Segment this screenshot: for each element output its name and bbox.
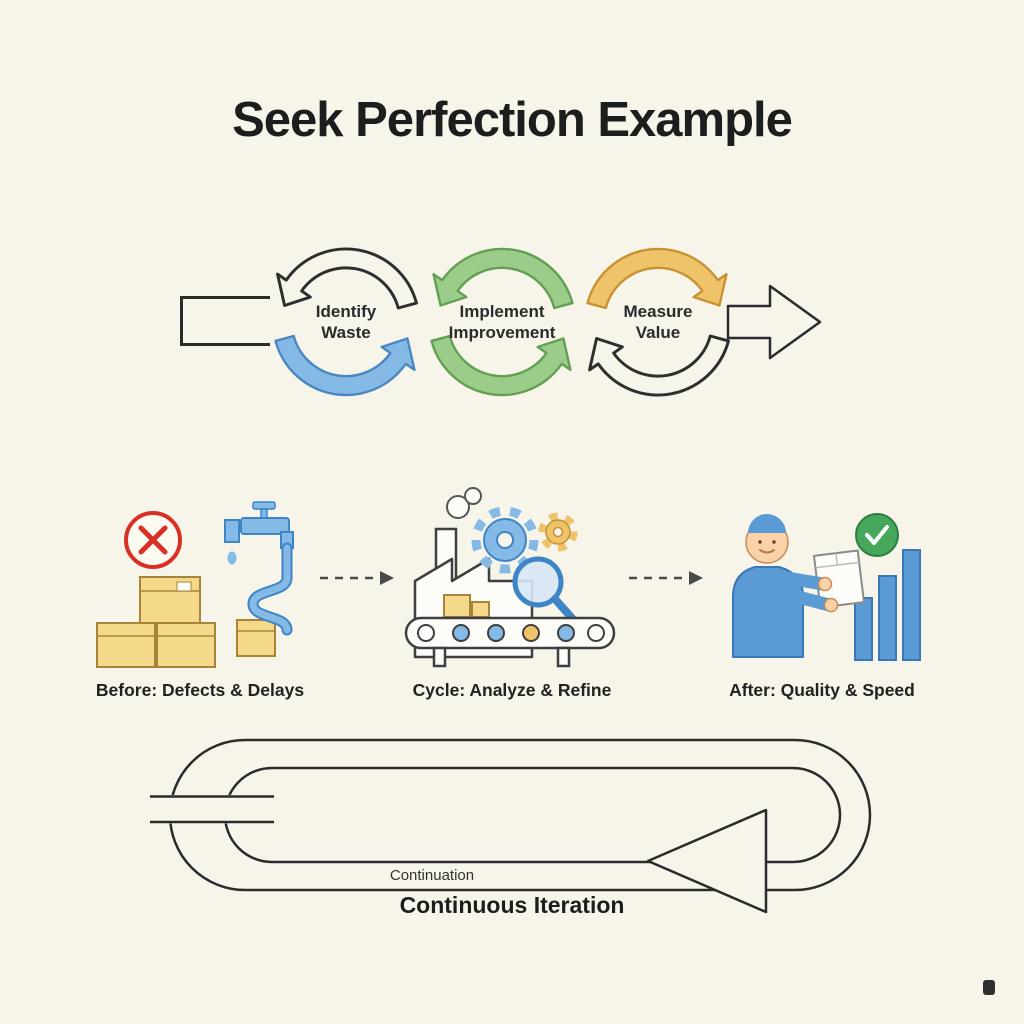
scene-after (732, 513, 921, 661)
scene-caption-after: After: Quality & Speed (729, 680, 915, 700)
gear-icon (471, 506, 539, 574)
page-title: Seek Perfection Example (232, 93, 793, 147)
bar-chart-icon (854, 549, 921, 661)
cycle-bottom-arrow-icon (430, 334, 572, 397)
cycle-bottom-arrow-icon (588, 334, 730, 397)
scene-caption-before: Before: Defects & Delays (95, 680, 305, 700)
smoke-icon (446, 487, 482, 519)
corner-mark-icon (983, 980, 995, 995)
loop-arrowhead-icon (646, 808, 768, 914)
loop-entry-lines (150, 795, 274, 824)
no-entry-icon (124, 511, 182, 569)
person-holding-box-icon (732, 514, 866, 658)
cycle-bottom-arrow-icon (274, 334, 416, 397)
flow-exit-arrow-icon (726, 284, 822, 360)
cycle-step-implement-improvement (430, 247, 574, 397)
scene-cycle (404, 487, 616, 668)
iteration-loop-icon (128, 738, 872, 914)
loop-band (128, 738, 872, 892)
dripping-faucet-icon (224, 501, 294, 636)
cycle-top-arrow-icon (276, 247, 418, 310)
scene-caption-cycle: Cycle: Analyze & Refine (412, 680, 612, 700)
small-gear-icon (538, 512, 578, 552)
loop-inner-label: Continuation (389, 867, 475, 884)
cycle-step-measure-value (586, 247, 730, 397)
loop-caption: Continuous Iteration (399, 892, 625, 918)
boxes-icon (96, 576, 276, 668)
flow-entry-shape (180, 296, 270, 346)
scene-before (96, 501, 294, 668)
conveyor-belt-icon (404, 616, 616, 668)
cycle-step-label: Measure Value (623, 302, 693, 343)
dashed-arrow-icon (320, 571, 394, 585)
cycle-step-label: Identify Waste (315, 302, 377, 343)
cycle-top-arrow-icon (586, 247, 728, 310)
checkmark-icon (855, 513, 899, 557)
cycle-step-identify-waste (274, 247, 418, 397)
cycle-step-label: Implement Improvement (448, 302, 556, 343)
cycle-top-arrow-icon (432, 247, 574, 310)
dashed-arrow-icon (629, 571, 703, 585)
